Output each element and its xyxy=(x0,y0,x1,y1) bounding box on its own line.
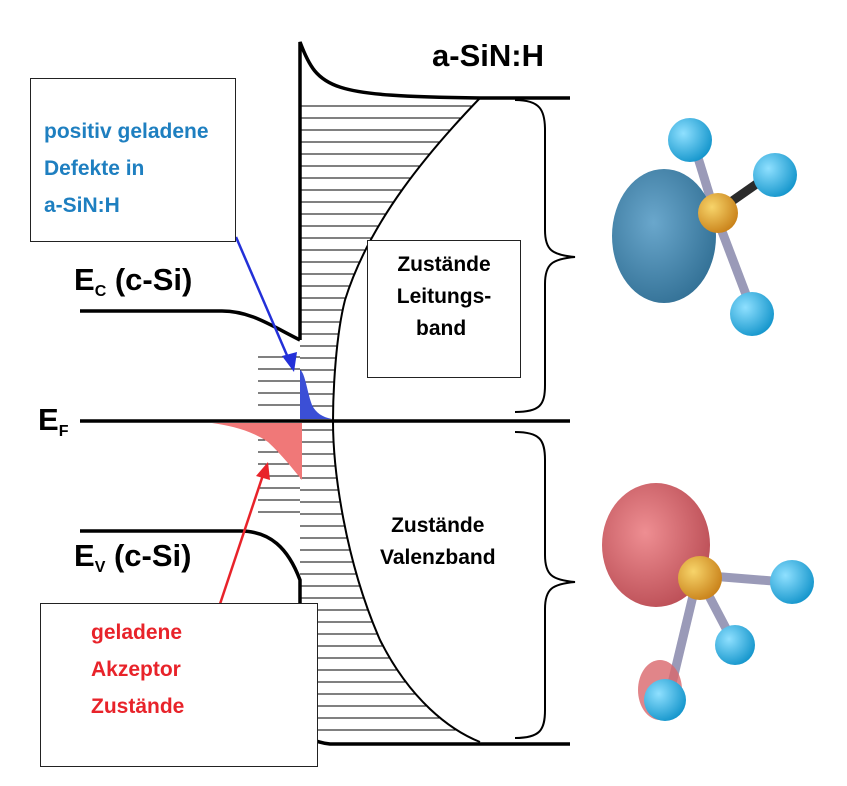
conduction-states-box: Zustände Leitungs- band xyxy=(367,240,521,378)
si-atom-icon xyxy=(698,193,738,233)
acceptor-callout-line-1: geladene xyxy=(91,621,183,644)
acceptor-callout-line-3: Zustände xyxy=(91,695,185,718)
defects-callout-box: positiv geladene Defekte in a-SiN:H xyxy=(30,78,236,242)
positive-defect-molecule xyxy=(612,118,797,336)
defects-arrow xyxy=(234,236,297,372)
valence-dos-hatching xyxy=(300,429,480,731)
acceptor-arrow xyxy=(218,462,270,605)
dos-curve xyxy=(331,97,481,743)
valence-brace xyxy=(514,431,576,739)
ec-label: EC (c-Si) xyxy=(74,262,193,300)
ev-label: EV (c-Si) xyxy=(74,538,192,576)
ef-label: EF xyxy=(38,402,69,440)
acceptor-molecule xyxy=(602,483,814,721)
defects-callout-line-3: a-SiN:H xyxy=(44,194,120,217)
acceptor-states-distribution xyxy=(212,423,302,480)
conduction-states-line-3: band xyxy=(416,317,467,340)
valence-states-label: Zustände Valenzband xyxy=(380,510,496,574)
valence-states-line-2: Valenzband xyxy=(380,546,496,569)
positive-defects-distribution xyxy=(300,370,332,419)
conduction-band-edge xyxy=(80,309,301,342)
material-label: a-SiN:H xyxy=(432,38,544,73)
acceptor-callout-line-2: Akzeptor xyxy=(91,658,181,681)
interface-conduction xyxy=(298,41,570,340)
valence-states-line-1: Zustände xyxy=(391,514,485,537)
acceptor-callout-box: geladene Akzeptor Zustände xyxy=(40,603,318,767)
conduction-brace xyxy=(514,99,576,413)
conduction-states-line-1: Zustände xyxy=(397,253,491,276)
blue-orbital-lobe xyxy=(612,169,716,303)
defects-callout-line-2: Defekte in xyxy=(44,157,145,180)
valence-band-edge xyxy=(80,529,302,600)
defects-callout-line-1: positiv geladene xyxy=(44,120,209,143)
conduction-states-line-2: Leitungs- xyxy=(396,285,492,308)
